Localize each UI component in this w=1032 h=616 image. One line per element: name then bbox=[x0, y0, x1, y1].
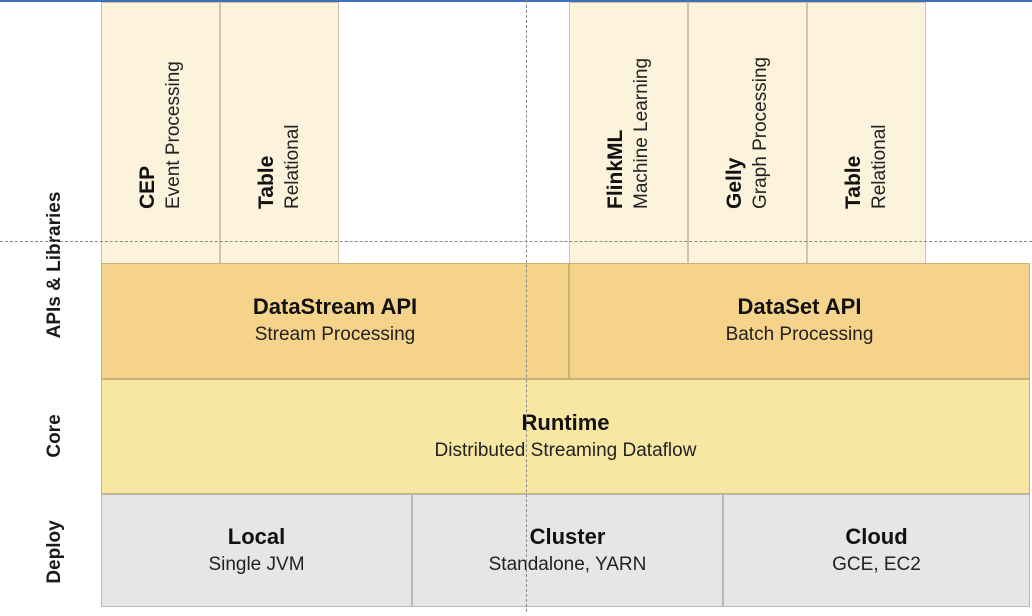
library-table-batch: Table Relational bbox=[807, 2, 926, 263]
library-cep: CEP Event Processing bbox=[101, 2, 220, 263]
library-table-stream-name: Table bbox=[254, 155, 278, 209]
dataset-api-box: DataSet API Batch Processing bbox=[569, 263, 1030, 379]
library-cep-desc: Event Processing bbox=[162, 61, 184, 209]
library-gelly: Gelly Graph Processing bbox=[688, 2, 807, 263]
deploy-local-box: Local Single JVM bbox=[101, 494, 412, 607]
deploy-cluster-box: Cluster Standalone, YARN bbox=[412, 494, 723, 607]
deploy-cluster-title: Cluster bbox=[529, 523, 606, 549]
runtime-subtitle: Distributed Streaming Dataflow bbox=[434, 439, 697, 461]
horizontal-dashed-guide bbox=[0, 241, 1032, 242]
top-border-line bbox=[0, 0, 1032, 2]
datastream-api-subtitle: Stream Processing bbox=[254, 324, 416, 345]
vertical-dashed-guide bbox=[526, 0, 527, 612]
library-table-batch-desc: Relational bbox=[868, 124, 890, 210]
library-flinkml: FlinkML Machine Learning bbox=[569, 2, 688, 263]
deploy-local-title: Local bbox=[227, 523, 286, 549]
datastream-api-box: DataStream API Stream Processing bbox=[101, 263, 569, 379]
library-gelly-desc: Graph Processing bbox=[749, 56, 771, 209]
library-table-batch-name: Table bbox=[841, 155, 865, 209]
datastream-api-title: DataStream API bbox=[252, 294, 418, 319]
library-cep-name: CEP bbox=[135, 165, 159, 209]
library-flinkml-desc: Machine Learning bbox=[630, 57, 652, 209]
layer-label-core: Core bbox=[44, 414, 65, 458]
library-table-stream: Table Relational bbox=[220, 2, 339, 263]
dataset-api-title: DataSet API bbox=[737, 294, 862, 319]
library-table-stream-desc: Relational bbox=[281, 124, 303, 210]
deploy-cloud-subtitle: GCE, EC2 bbox=[832, 553, 921, 575]
deploy-local-subtitle: Single JVM bbox=[208, 553, 305, 575]
runtime-box: Runtime Distributed Streaming Dataflow bbox=[101, 379, 1030, 494]
library-flinkml-name: FlinkML bbox=[603, 129, 627, 209]
runtime-title: Runtime bbox=[521, 409, 610, 435]
layer-label-deploy: Deploy bbox=[44, 520, 65, 584]
deploy-cloud-box: Cloud GCE, EC2 bbox=[723, 494, 1030, 607]
layer-label-apis-libraries: APIs & Libraries bbox=[44, 191, 65, 339]
dataset-api-subtitle: Batch Processing bbox=[725, 324, 874, 345]
library-gelly-name: Gelly bbox=[722, 157, 746, 209]
deploy-cloud-title: Cloud bbox=[845, 523, 908, 549]
deploy-cluster-subtitle: Standalone, YARN bbox=[488, 553, 647, 575]
